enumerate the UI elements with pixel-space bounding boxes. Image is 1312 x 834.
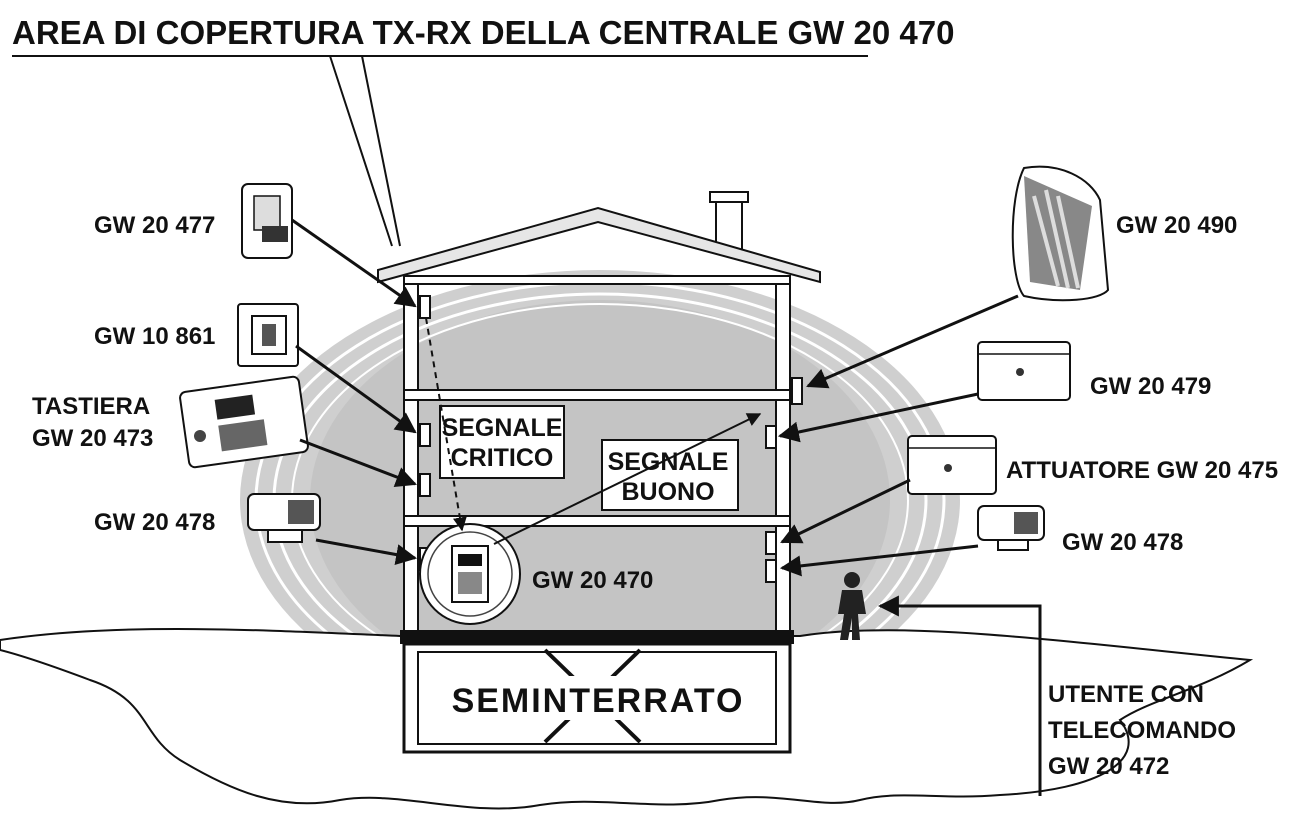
label-gw20470-central: GW 20 470 [532,567,653,594]
segnale-critico-line2: CRITICO [451,444,554,472]
device-gw20490-icon [1011,165,1110,302]
diagram-title: AREA DI COPERTURA TX-RX DELLA CENTRALE G… [12,14,954,51]
label-tastiera-line1: TASTIERA [32,393,150,420]
device-gw20478-right-icon [977,505,1045,551]
segnale-buono-line1: SEGNALE [608,448,729,476]
label-gw20478-right: GW 20 478 [1062,529,1183,556]
label-tastiera-line2: GW 20 473 [32,425,153,452]
segnale-critico-box: SEGNALE CRITICO [439,405,565,479]
arrow-gw20478-left [315,538,418,565]
device-attuatore-icon [907,435,997,495]
label-gw20477: GW 20 477 [94,212,215,239]
label-utente-line2: TELECOMANDO [1048,717,1236,744]
arrow-gw20490 [806,294,1019,389]
device-gw20479-icon [977,341,1071,401]
device-gw20478-left-icon [247,493,321,543]
title-pointer-lines [329,55,401,247]
segnale-buono-line2: BUONO [621,478,714,506]
arrow-gw20479 [777,392,979,443]
label-utente-line1: UTENTE CON [1048,681,1204,708]
seminterrato-label: SEMINTERRATO [452,682,745,720]
arrow-gw20477 [291,218,417,308]
label-utente-line3: GW 20 472 [1048,753,1169,780]
label-gw10861: GW 10 861 [94,323,215,350]
arrow-gw10861 [295,344,417,434]
label-gw20490: GW 20 490 [1116,212,1237,239]
label-attuatore: ATTUATORE GW 20 475 [1006,457,1278,484]
good-signal-path [493,413,762,545]
label-gw20479: GW 20 479 [1090,373,1211,400]
device-gw10861-icon [237,303,299,367]
arrow-gw20478-right [779,544,979,577]
arrow-utente [877,595,1042,796]
segnale-critico-line1: SEGNALE [442,414,563,442]
user-figure-icon [838,572,866,640]
arrow-attuatore [780,478,911,544]
segnale-buono-box: SEGNALE BUONO [601,439,739,511]
device-gw20477-icon [241,183,293,259]
arrow-tastiera [299,438,417,488]
label-gw20478-left: GW 20 478 [94,509,215,536]
seminterrato-backing [452,676,744,720]
central-unit-icon [419,523,521,625]
critical-signal-path [425,317,467,532]
device-tastiera-icon [179,375,309,469]
